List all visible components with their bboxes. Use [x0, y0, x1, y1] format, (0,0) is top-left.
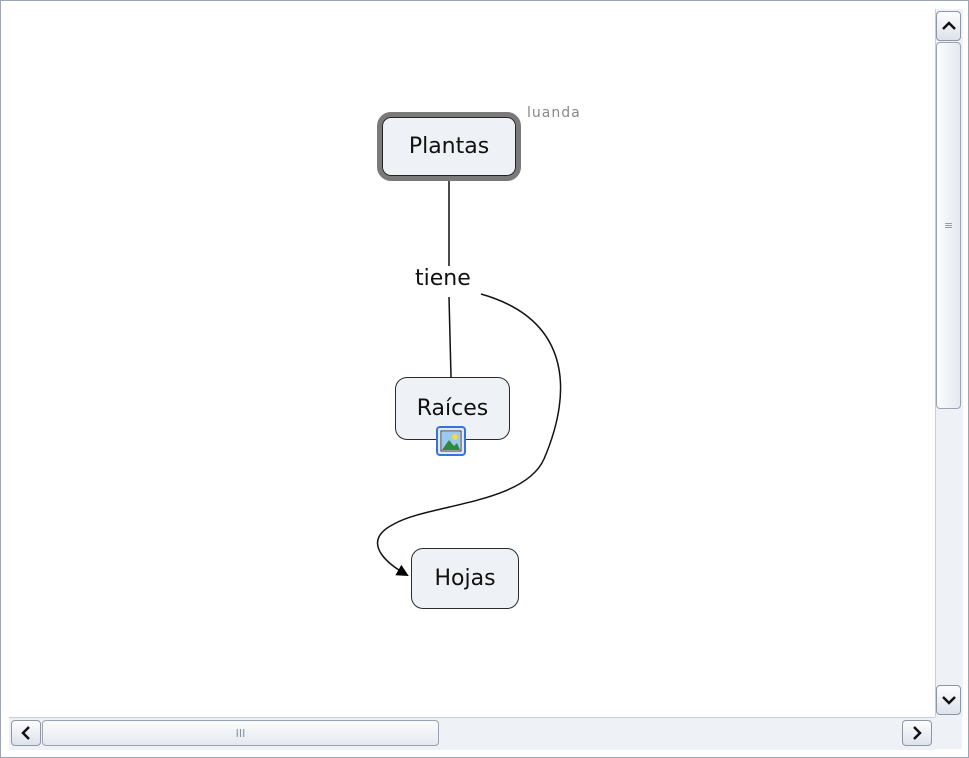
vertical-grip: ≡	[943, 219, 954, 232]
scroll-left-button[interactable]	[11, 720, 41, 746]
concept-raices[interactable]: Raíces	[395, 377, 510, 440]
concept-map-canvas[interactable]: luanda Plantas tiene Raíces Hojas	[9, 9, 935, 717]
scroll-right-button[interactable]	[902, 720, 932, 746]
horizontal-grip: III	[235, 726, 246, 740]
author-label: luanda	[527, 105, 581, 121]
scroll-up-button[interactable]	[936, 11, 961, 41]
scrollbar-corner	[935, 717, 962, 749]
up-arrow-icon	[941, 21, 956, 30]
concept-raices-label: Raíces	[416, 396, 489, 421]
vertical-scroll-thumb[interactable]: ≡	[936, 42, 961, 409]
concept-hojas[interactable]: Hojas	[411, 548, 519, 609]
link-tiene-raices	[448, 296, 452, 378]
link-tiene-hojas	[376, 293, 562, 576]
concept-plantas-label: Plantas	[408, 134, 490, 159]
right-arrow-icon	[913, 726, 922, 740]
horizontal-scroll-thumb[interactable]: III	[42, 720, 439, 746]
connection-lines	[376, 179, 562, 576]
left-arrow-icon	[21, 726, 30, 740]
down-arrow-icon	[941, 696, 956, 705]
linking-phrase-tiene[interactable]: tiene	[413, 266, 473, 291]
scroll-down-button[interactable]	[936, 685, 961, 715]
concept-hojas-label: Hojas	[434, 566, 496, 591]
horizontal-scrollbar[interactable]: III	[9, 717, 935, 750]
concept-plantas[interactable]: Plantas	[377, 112, 521, 181]
vertical-scrollbar[interactable]: ≡	[935, 9, 963, 717]
image-icon[interactable]	[436, 426, 466, 456]
